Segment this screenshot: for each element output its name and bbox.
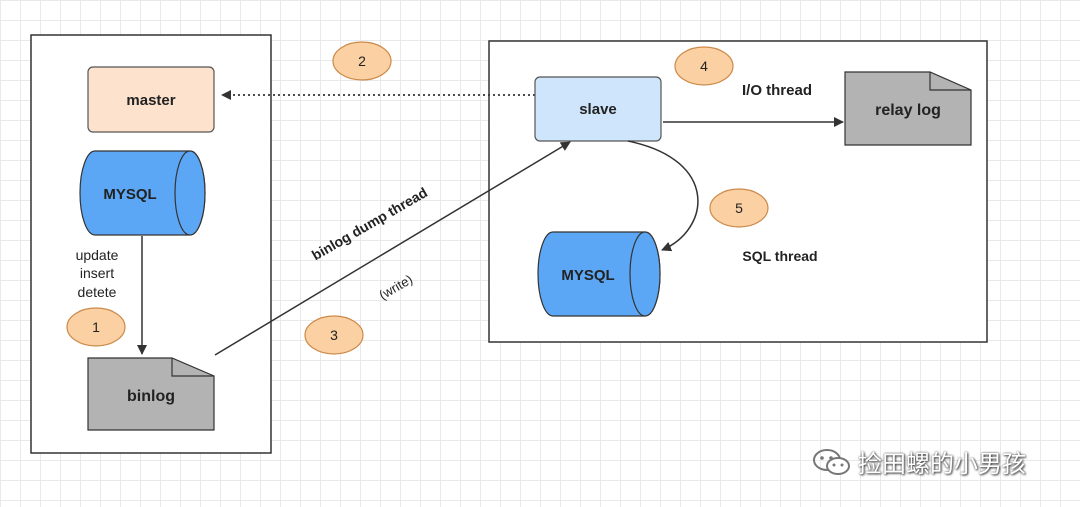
step-badge-5: 5 [709, 188, 769, 228]
svg-text:1: 1 [92, 319, 100, 335]
operation-insert: insert [80, 265, 114, 281]
svg-text:5: 5 [735, 200, 743, 216]
slave-label: slave [579, 101, 617, 118]
binlog-dump-arrow [214, 141, 571, 356]
slave-mysql-db[interactable] [537, 231, 661, 317]
sql-thread-label: SQL thread [742, 248, 817, 264]
relay-log-fold [929, 72, 971, 91]
relay-log-label: relay log [875, 102, 941, 119]
operation-update: update [76, 247, 119, 263]
master-node[interactable] [87, 66, 215, 133]
slave-node[interactable] [534, 76, 662, 142]
step-badge-2: 2 [332, 41, 392, 81]
operation-detete: detete [78, 284, 117, 300]
wechat-icon [813, 448, 850, 475]
master-label: master [126, 92, 175, 109]
svg-text:4: 4 [700, 58, 708, 74]
sql-thread-arrow [627, 140, 699, 252]
watermark-text: 捡田螺的小男孩 [858, 450, 1026, 478]
step-badge-4: 4 [674, 46, 734, 86]
step-badge-3: 3 [304, 315, 364, 355]
slave-mysql-label: MYSQL [561, 267, 614, 284]
svg-text:3: 3 [330, 327, 338, 343]
svg-text:2: 2 [358, 53, 366, 69]
write-label: (write) [376, 272, 415, 303]
master-mysql-db[interactable] [79, 150, 206, 236]
binlog-dump-thread-label: binlog dump thread [309, 184, 430, 263]
binlog-label: binlog [127, 388, 175, 405]
io-thread-label: I/O thread [742, 82, 812, 99]
watermark: 捡田螺的小男孩 [812, 444, 1026, 479]
step-badge-1: 1 [66, 307, 126, 347]
master-mysql-label: MYSQL [103, 186, 156, 203]
binlog-fold [171, 358, 214, 377]
